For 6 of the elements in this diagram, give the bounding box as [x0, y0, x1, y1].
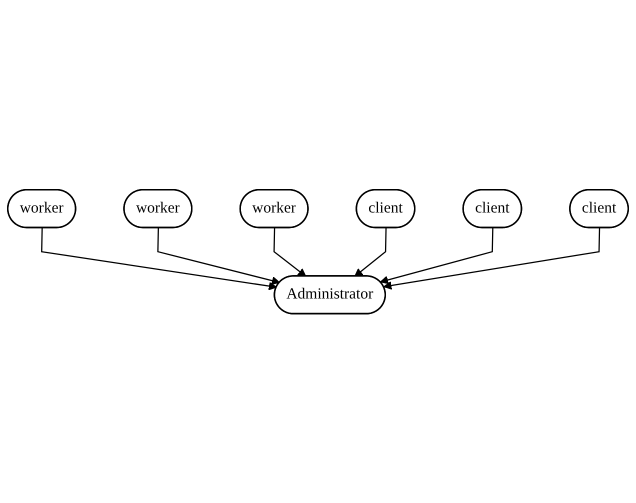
arrow [383, 228, 600, 290]
arrow [354, 228, 387, 277]
arrow [380, 228, 494, 284]
arrow [273, 228, 306, 277]
arrow [157, 228, 280, 285]
arrow [41, 228, 278, 290]
